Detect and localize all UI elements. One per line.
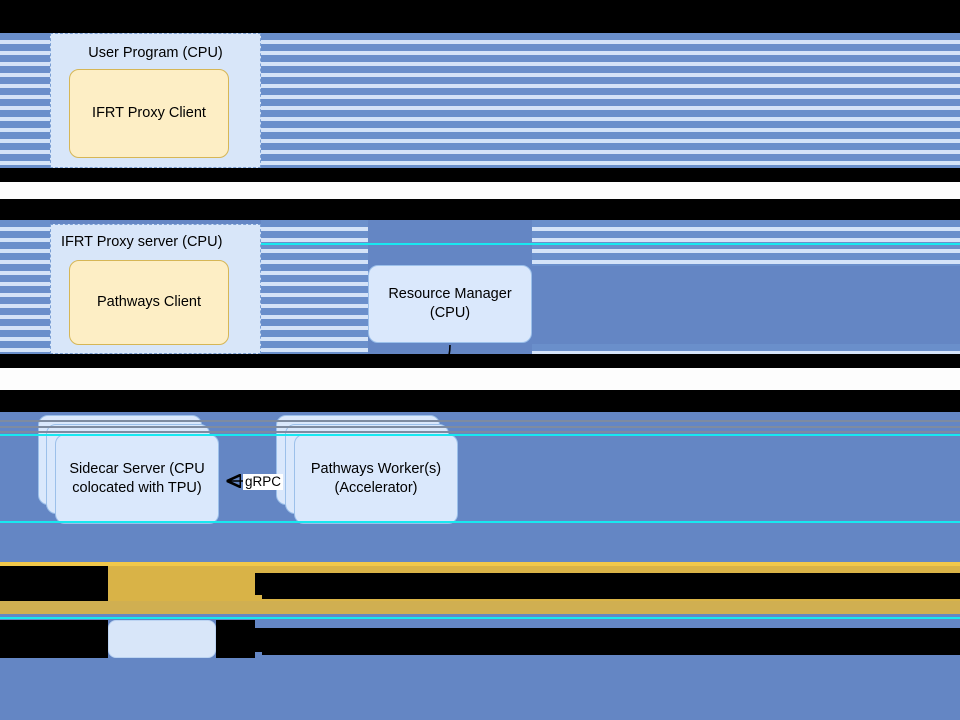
node-resource-manager-line1: Resource Manager (388, 286, 512, 303)
node-sidecar-server-line2: colocated with TPU) (72, 480, 202, 496)
node-resource-manager[interactable]: Resource Manager (CPU) (368, 265, 532, 343)
legend-swatch-cream (108, 563, 216, 601)
edge-label-server-to-client: gRPC (128, 182, 169, 198)
node-ifrt-proxy-client-label: IFRT Proxy Client (92, 105, 206, 122)
node-pathways-workers-line1: Pathways Worker(s) (310, 461, 442, 478)
node-sidecar-server[interactable]: Sidecar Server (CPU colocated with TPU) (55, 434, 219, 524)
legend-swatch-blue (108, 620, 216, 658)
node-pathways-client[interactable]: Pathways Client (69, 260, 229, 345)
edge-label-rm-to-workers: gRPC (375, 373, 416, 389)
node-resource-manager-line2: (CPU) (429, 305, 471, 321)
edge-label-worker-to-pathways-client: gRPC (248, 370, 289, 386)
node-sidecar-server-line1: Sidecar Server (CPU (69, 461, 205, 478)
group-user-program-label: User Program (CPU) (88, 45, 223, 61)
node-pathways-client-label: Pathways Client (97, 294, 201, 311)
node-pathways-workers-line2: (Accelerator) (334, 480, 418, 496)
edge-label-sidecar-to-worker: gRPC (243, 474, 284, 490)
node-ifrt-proxy-client[interactable]: IFRT Proxy Client (69, 69, 229, 158)
edge-label-rm-to-pathways-client: gRPC (278, 296, 319, 312)
node-pathways-workers[interactable]: Pathways Worker(s) (Accelerator) (294, 434, 458, 524)
group-ifrt-proxy-server-label: IFRT Proxy server (CPU) (61, 234, 223, 250)
